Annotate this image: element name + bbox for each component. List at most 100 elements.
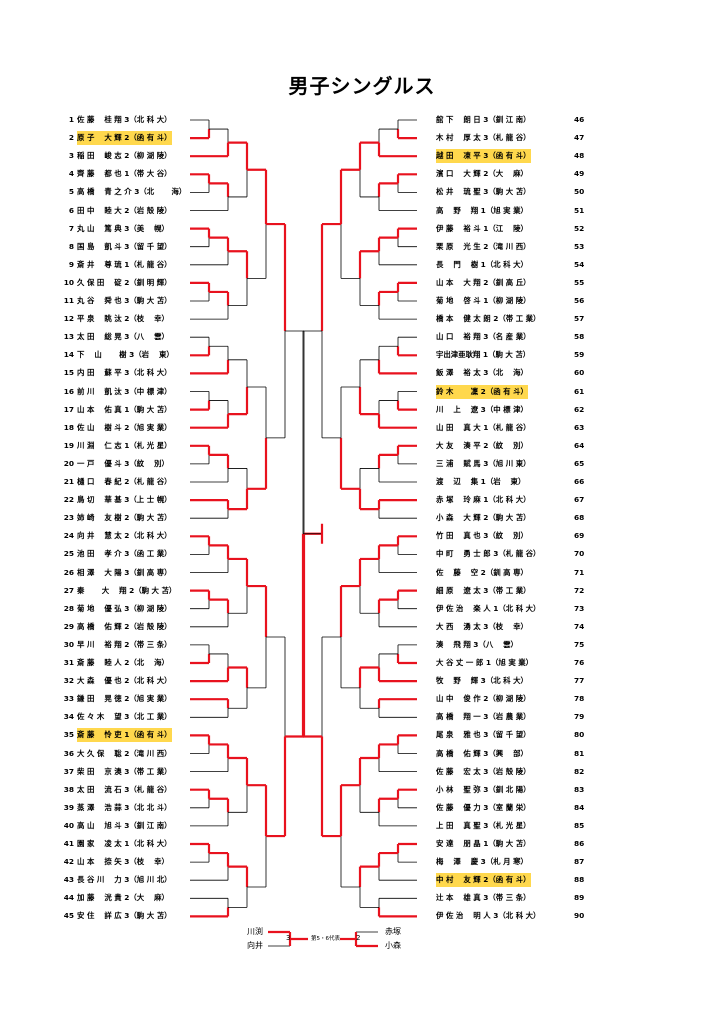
draw-number: 68 bbox=[574, 513, 585, 523]
player-name: 高 橋 青 之 介 3（北 海） bbox=[77, 187, 187, 197]
player-name: 斎 藤 睦 人 2（北 海） bbox=[77, 658, 169, 667]
draw-number: 55 bbox=[574, 277, 585, 287]
draw-number: 78 bbox=[574, 694, 585, 704]
player-name: 大 久 保 聡 2（滝 川 西） bbox=[77, 748, 172, 758]
player-name: 斎 井 尊 琉 1（札 龍 谷） bbox=[77, 259, 172, 269]
draw-number: 79 bbox=[574, 712, 585, 722]
draw-number: 87 bbox=[574, 857, 585, 867]
player-name: 渡 辺 集 1（岩 東） bbox=[436, 477, 526, 486]
player-name: 三 浦 賦 馬 3（旭 川 東） bbox=[436, 458, 531, 468]
draw-number: 58 bbox=[574, 332, 585, 342]
draw-number: 1 bbox=[68, 115, 74, 124]
draw-number: 77 bbox=[574, 676, 585, 686]
draw-number: 72 bbox=[574, 585, 585, 595]
player-name: 平 泉 眺 汰 2（枝 幸） bbox=[77, 314, 169, 324]
player-name: 橋 本 健 太 朗 2（帯 工 業） bbox=[436, 314, 541, 324]
draw-number: 54 bbox=[574, 259, 585, 269]
draw-number: 34 bbox=[63, 712, 74, 722]
player-name: 斎 藤 怜 吏 1（函 有 斗） bbox=[77, 728, 172, 743]
draw-entry: 77 牧 野 輝 3（北 科 大） bbox=[436, 674, 588, 688]
consolation-left-bottom: 向井 bbox=[247, 941, 263, 950]
draw-number: 52 bbox=[574, 223, 585, 233]
player-name: 大 谷 丈 一 郎 1（旭 実 業） bbox=[436, 658, 534, 667]
player-name: 牧 野 輝 3（北 科 大） bbox=[436, 676, 528, 686]
draw-number: 86 bbox=[574, 839, 585, 848]
player-name: 佐 山 樹 斗 2（旭 実 業） bbox=[77, 422, 172, 432]
player-name: 相 澤 大 陽 3（釧 高 専） bbox=[77, 567, 172, 577]
player-name: 大 西 湧 太 3（枝 幸） bbox=[436, 621, 528, 631]
player-name: 山 口 裕 翔 3（名 産 業） bbox=[436, 332, 531, 342]
draw-number: 69 bbox=[574, 531, 585, 541]
draw-number: 35 bbox=[63, 730, 74, 740]
draw-number: 59 bbox=[574, 350, 585, 360]
player-name: 梅 澤 慶 3（札 月 寒） bbox=[436, 857, 528, 867]
draw-number: 76 bbox=[574, 658, 585, 667]
player-name: 佐 藤 宏 太 3（岩 殻 陵） bbox=[436, 766, 531, 776]
player-name: 稲 田 峻 志 2（柳 湖 陵） bbox=[77, 151, 172, 161]
draw-number: 26 bbox=[63, 567, 74, 577]
player-name: 安 達 朋 晶 1（駒 大 苫） bbox=[436, 839, 531, 848]
draw-number: 43 bbox=[63, 875, 74, 885]
player-name: 姉 崎 友 樹 2（駒 大 苫） bbox=[77, 513, 172, 523]
draw-number: 14 bbox=[63, 350, 74, 360]
player-name: 伊 藤 裕 斗 1（江 陵） bbox=[436, 223, 528, 233]
player-name: 内 田 蘇 平 3（北 科 大） bbox=[77, 368, 172, 378]
player-name: 佐 々 木 望 3（北 工 業） bbox=[77, 712, 172, 722]
draw-number: 90 bbox=[574, 911, 585, 921]
draw-number: 11 bbox=[63, 296, 74, 305]
draw-entry: 55 山 本 大 翔 2（釧 高 丘） bbox=[436, 276, 588, 290]
draw-number: 32 bbox=[63, 676, 74, 686]
draw-number: 28 bbox=[63, 603, 74, 613]
consolation-score-left: 3 bbox=[286, 934, 291, 942]
player-name: 湊 飛 翔 3（八 雲） bbox=[436, 639, 518, 649]
draw-number: 33 bbox=[63, 694, 74, 704]
draw-number: 25 bbox=[63, 549, 74, 559]
player-name: 栗 原 光 生 2（滝 川 西） bbox=[436, 241, 531, 251]
draw-entry: 52 伊 藤 裕 斗 1（江 陵） bbox=[436, 222, 588, 236]
draw-number: 7 bbox=[68, 223, 74, 233]
player-name: 大 森 優 也 2（北 科 大） bbox=[77, 676, 172, 686]
player-name: 山 田 真 大 1（札 龍 谷） bbox=[436, 422, 531, 432]
draw-number: 36 bbox=[63, 748, 74, 758]
draw-number: 31 bbox=[63, 658, 74, 667]
player-name: 長 谷 川 力 3（旭 川 北） bbox=[77, 875, 172, 885]
draw-number: 9 bbox=[68, 259, 74, 269]
player-name: 高 橋 佑 輝 2（岩 殻 陵） bbox=[77, 621, 172, 631]
draw-number: 61 bbox=[574, 386, 585, 396]
player-name: 樋 口 春 紀 2（札 龍 谷） bbox=[77, 477, 172, 486]
draw-number: 50 bbox=[574, 187, 585, 197]
draw-number: 45 bbox=[63, 911, 74, 921]
draw-entry: 58 山 口 裕 翔 3（名 産 業） bbox=[436, 330, 588, 344]
draw-number: 82 bbox=[574, 766, 585, 776]
player-name: 山 本 大 翔 2（釧 高 丘） bbox=[436, 277, 531, 287]
draw-number: 75 bbox=[574, 639, 585, 649]
draw-number: 47 bbox=[574, 133, 585, 143]
